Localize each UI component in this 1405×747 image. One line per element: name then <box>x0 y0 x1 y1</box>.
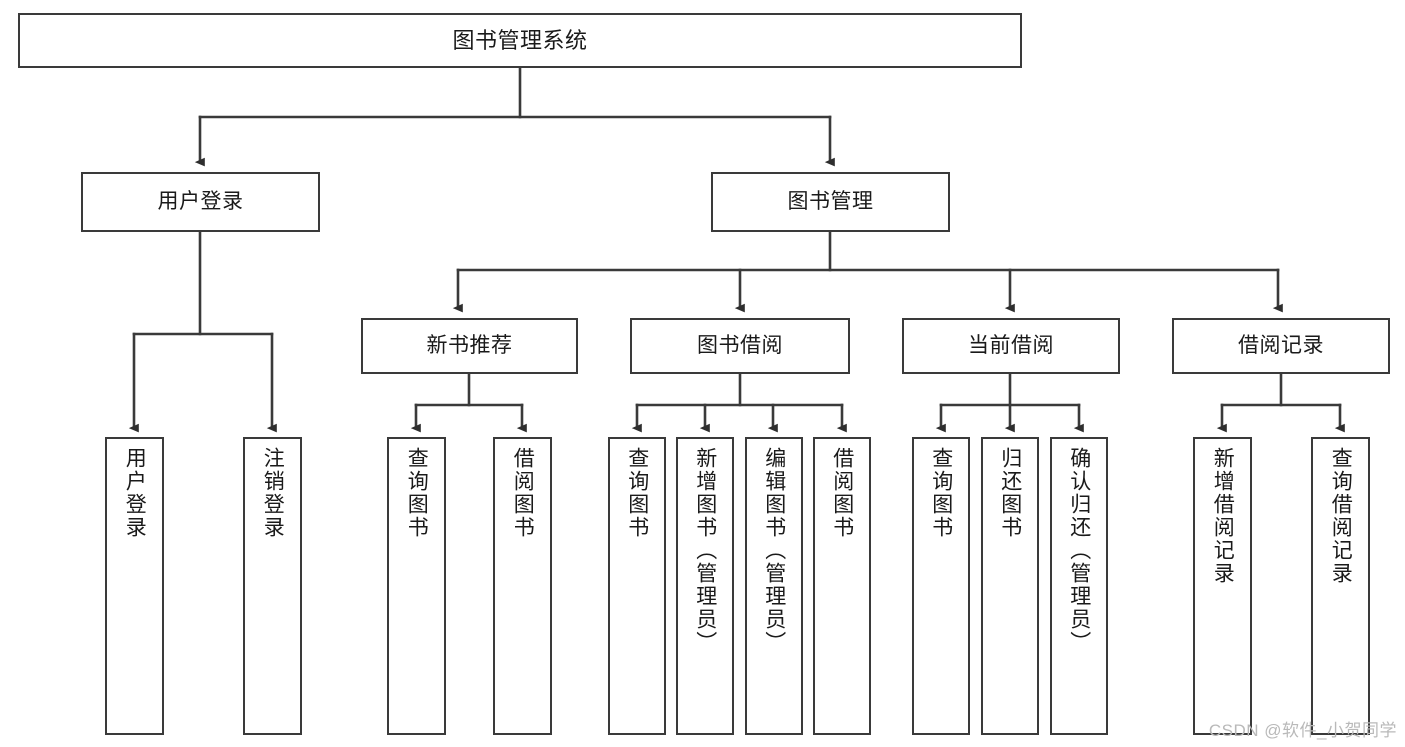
node-label: 图书管理 <box>787 189 874 213</box>
node-label: 查询图书 <box>929 447 953 539</box>
leaf-user-login[interactable]: 用户登录 <box>105 437 164 735</box>
leaf-confirm-return-admin[interactable]: 确认归还（管理员） <box>1050 437 1108 735</box>
node-user-login[interactable]: 用户登录 <box>81 172 320 232</box>
leaf-edit-book-admin[interactable]: 编辑图书（管理员） <box>745 437 803 735</box>
leaf-add-borrow-record[interactable]: 新增借阅记录 <box>1193 437 1252 735</box>
leaf-query-book-current[interactable]: 查询图书 <box>912 437 970 735</box>
node-label: 用户登录 <box>157 189 244 213</box>
node-label: 新增借阅记录 <box>1211 447 1235 585</box>
node-label: 查询借阅记录 <box>1329 447 1353 585</box>
node-label: 图书借阅 <box>697 333 783 357</box>
node-borrow-record[interactable]: 借阅记录 <box>1172 318 1390 374</box>
node-label: 当前借阅 <box>968 333 1054 357</box>
node-label: 归还图书 <box>998 447 1022 539</box>
node-root-system[interactable]: 图书管理系统 <box>18 13 1022 68</box>
leaf-borrow-book[interactable]: 借阅图书 <box>813 437 871 735</box>
node-label: 借阅图书 <box>830 447 854 539</box>
node-label: 注销登录 <box>261 447 285 539</box>
leaf-query-book-new[interactable]: 查询图书 <box>387 437 446 735</box>
node-label: 借阅图书 <box>511 447 535 539</box>
leaf-borrow-book-new[interactable]: 借阅图书 <box>493 437 552 735</box>
node-label: 编辑图书（管理员） <box>762 447 786 654</box>
node-label: 用户登录 <box>123 447 147 539</box>
leaf-return-book[interactable]: 归还图书 <box>981 437 1039 735</box>
node-label: 确认归还（管理员） <box>1067 447 1091 654</box>
node-label: 借阅记录 <box>1238 333 1324 357</box>
node-new-book-recommend[interactable]: 新书推荐 <box>361 318 578 374</box>
node-label: 图书管理系统 <box>452 27 588 53</box>
node-label: 新增图书（管理员） <box>693 447 717 654</box>
node-label: 查询图书 <box>405 447 429 539</box>
leaf-query-book-borrow[interactable]: 查询图书 <box>608 437 666 735</box>
node-label: 新书推荐 <box>426 333 513 357</box>
node-current-borrow[interactable]: 当前借阅 <box>902 318 1120 374</box>
leaf-add-book-admin[interactable]: 新增图书（管理员） <box>676 437 734 735</box>
node-book-management[interactable]: 图书管理 <box>711 172 950 232</box>
leaf-query-borrow-record[interactable]: 查询借阅记录 <box>1311 437 1370 735</box>
node-label: 查询图书 <box>625 447 649 539</box>
watermark: CSDN @软件_小贺同学 <box>1208 721 1397 740</box>
node-book-borrow[interactable]: 图书借阅 <box>630 318 850 374</box>
leaf-user-logout[interactable]: 注销登录 <box>243 437 302 735</box>
